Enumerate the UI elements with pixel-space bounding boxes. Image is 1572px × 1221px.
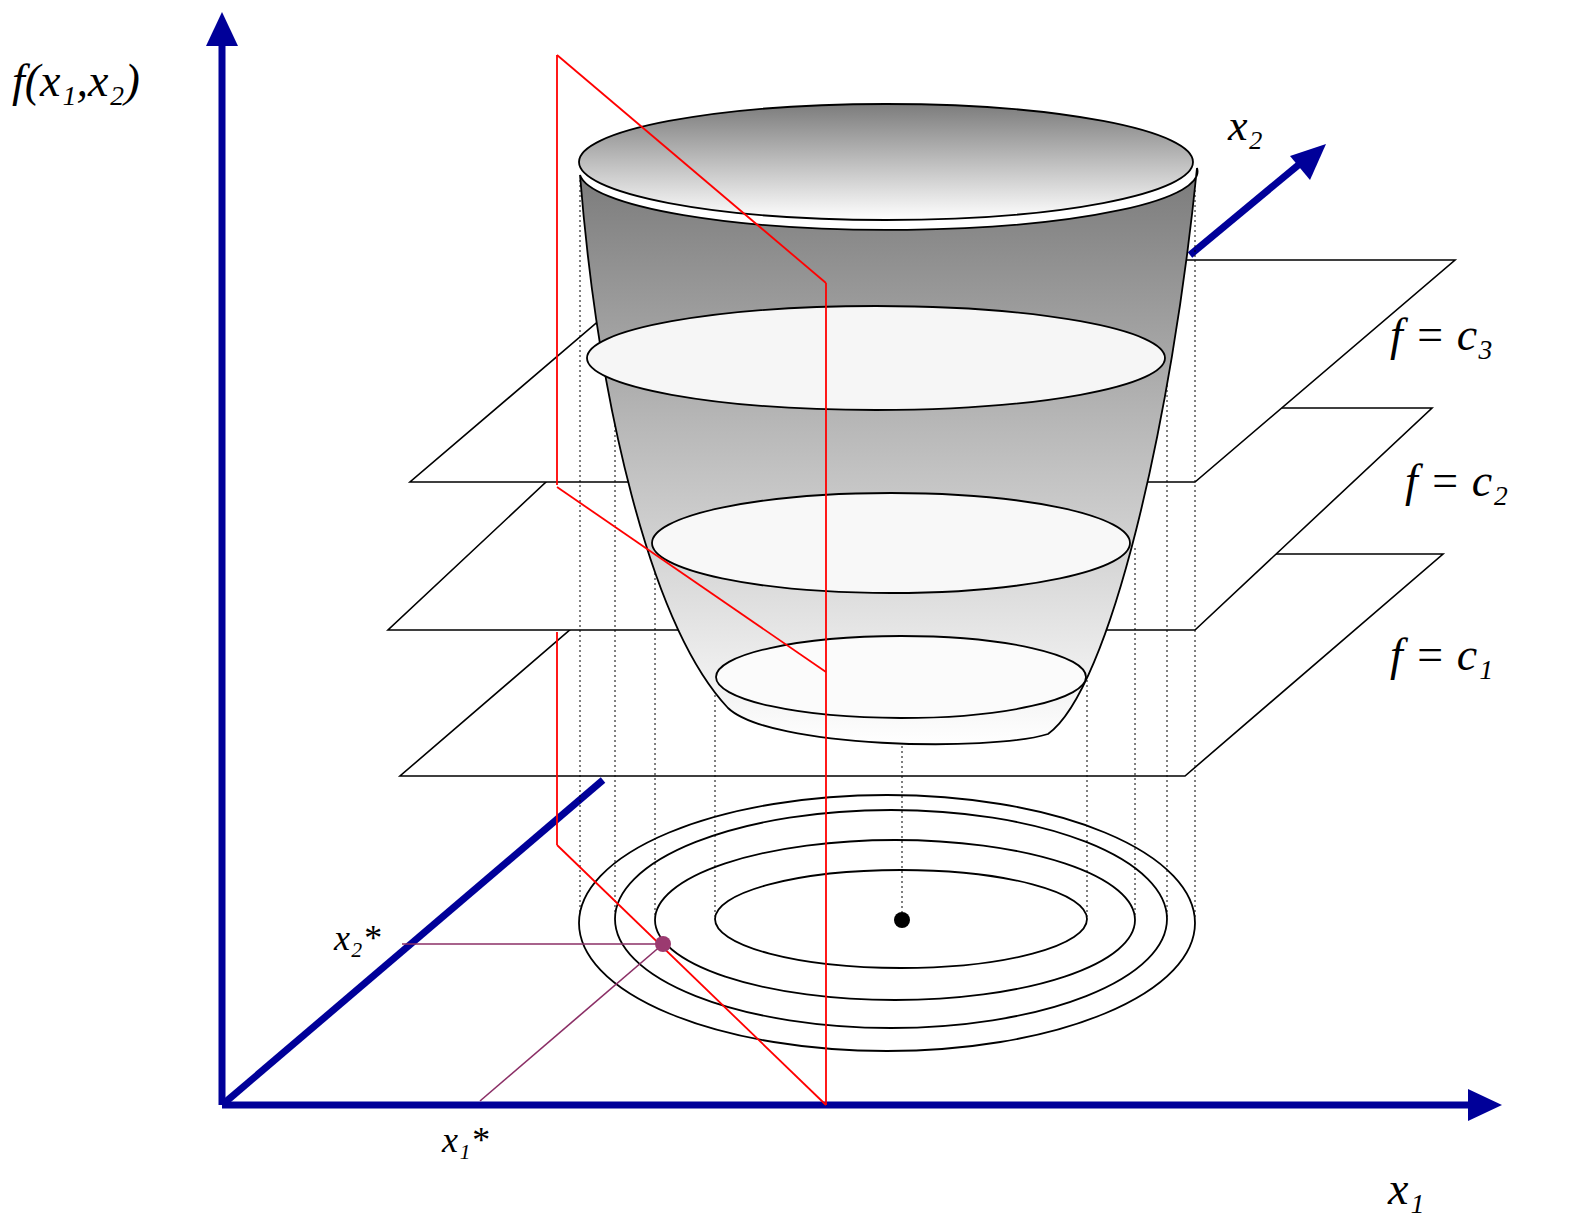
plane-label: f = c₃	[1390, 312, 1493, 358]
leader-lines	[402, 944, 663, 1101]
coordinate-label: x₂*	[334, 920, 381, 956]
axis-arrowheads	[206, 12, 1502, 1121]
contour-lines	[579, 795, 1195, 1051]
axes	[222, 40, 1478, 1105]
plane-label: f = c₁	[1390, 632, 1493, 678]
axis-label: f(x₁,x₂)	[12, 58, 140, 104]
axis-label: x₂	[1228, 104, 1263, 148]
plane-label: f = c₂	[1405, 458, 1508, 504]
bowl-surface	[579, 104, 1198, 744]
minimum-point	[894, 912, 910, 928]
coordinate-label: x₁*	[442, 1122, 489, 1158]
cutting-plane	[557, 55, 826, 1105]
optimum-point	[655, 936, 671, 952]
axis-label: x₁	[1388, 1166, 1424, 1212]
level-planes	[388, 260, 1455, 776]
